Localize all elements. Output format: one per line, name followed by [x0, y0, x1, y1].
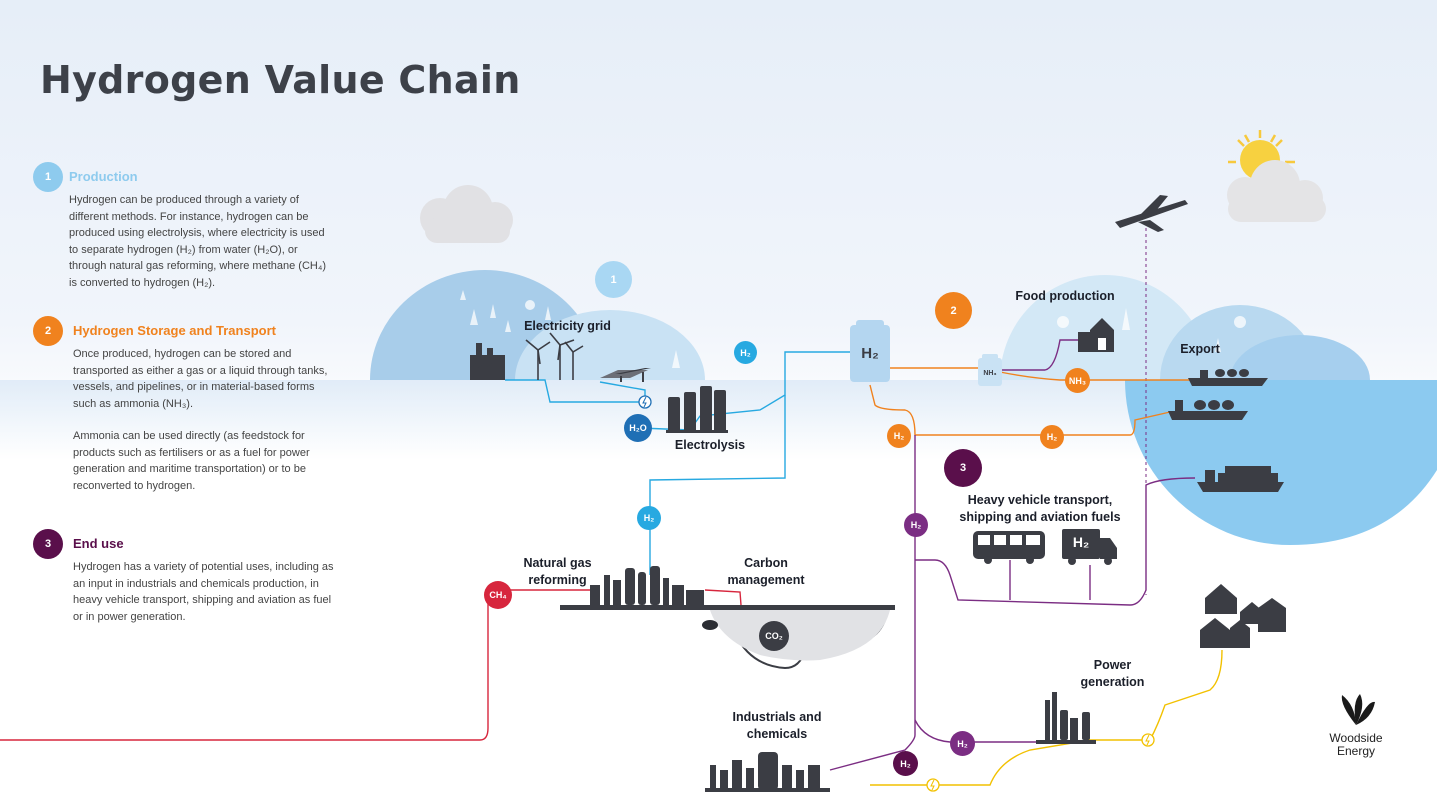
woodside-logo-text: Woodside Energy [1329, 731, 1383, 758]
refinery-icon [590, 566, 704, 605]
barn-icon [1078, 318, 1114, 352]
hydrogen-tank-icon [850, 320, 890, 382]
h2-node: H₂ [893, 751, 918, 776]
end-use-body: Hydrogen has a variety of potential uses… [73, 559, 335, 641]
diagram-step-3-badge: 3 [944, 449, 982, 487]
carbon-management-label: Carbon management [727, 556, 805, 587]
natural-gas-label: Natural gas reforming [523, 556, 592, 587]
h2-tank-label: H₂ [861, 344, 879, 362]
container-ship-icon [1197, 466, 1284, 492]
factory-icon [470, 343, 505, 380]
nh3-tank-label: NH₃ [983, 369, 997, 377]
co2-node: CO₂ [759, 621, 789, 651]
power-line [914, 719, 1040, 743]
h2-node: H₂ [904, 513, 928, 537]
sun-icon [1228, 130, 1295, 180]
purple-main-line [829, 435, 916, 771]
h2-node: H₂ [637, 506, 661, 530]
power-generation-label: Power generation [1080, 658, 1145, 689]
ch4-line [0, 589, 600, 741]
yellow-line [870, 649, 1223, 786]
solar-panel-icon [600, 368, 651, 382]
ship-icon-2 [1168, 400, 1248, 420]
airplane-icon [1115, 195, 1188, 232]
co2-drop [702, 620, 718, 630]
wind-turbine-icon [525, 332, 584, 380]
electrolyser-icon [666, 386, 728, 433]
diagram-step-2-badge: 2 [935, 292, 972, 329]
ammonia-tank-icon [978, 354, 1002, 386]
h2-node: H₂ [1040, 425, 1064, 449]
reforming-platform [560, 605, 895, 610]
solar-line [599, 381, 646, 398]
end-use-text: Hydrogen has a variety of potential uses… [73, 561, 334, 623]
bus-icon [973, 531, 1045, 564]
production-hill-2 [515, 310, 705, 380]
production-text: Hydrogen can be produced through a varie… [69, 194, 327, 289]
export-hill-2 [1230, 335, 1370, 380]
industrial-plant-icon [705, 752, 830, 792]
carbon-storage [710, 610, 890, 661]
nh3-node: NH₃ [1065, 368, 1090, 393]
heavy-vehicle-label: Heavy vehicle transport, shipping and av… [959, 493, 1121, 524]
storage-title: Hydrogen Storage and Transport [73, 323, 276, 338]
production-title: Production [69, 169, 138, 184]
cloud-icon [420, 185, 513, 243]
houses-icon [1200, 584, 1286, 648]
export-label: Export [1180, 342, 1220, 356]
diagram-step-1-badge: 1 [595, 261, 632, 298]
production-step-badge: 1 [33, 162, 63, 192]
h2-node: H₂ [950, 731, 975, 756]
h2-node: H₂ [887, 424, 911, 448]
end-use-step-badge: 3 [33, 529, 63, 559]
trees [460, 290, 1246, 368]
electricity-grid-label: Electricity grid [524, 319, 611, 333]
page-title: Hydrogen Value Chain [40, 58, 521, 102]
production-body: Hydrogen can be produced through a varie… [69, 192, 331, 307]
h2-orange-line [869, 384, 1171, 436]
sea [1125, 380, 1437, 545]
power-plant-icon [1036, 692, 1096, 744]
truck-icon [1062, 529, 1117, 565]
cloud-icon-2 [1227, 160, 1326, 222]
food-line [1000, 339, 1080, 371]
lightning-icon [638, 395, 1155, 792]
h2-node: H₂ [734, 341, 757, 364]
truck-h2-label: H₂ [1072, 534, 1090, 550]
end-use-title: End use [73, 536, 124, 551]
storage-text-1: Once produced, hydrogen can be stored an… [73, 348, 328, 410]
industrials-label: Industrials and chemicals [732, 710, 822, 741]
storage-step-badge: 2 [33, 316, 63, 346]
electrolysis-label: Electrolysis [674, 438, 746, 452]
ch4-node: CH₄ [484, 581, 512, 609]
h2o-node: H₂O [624, 414, 652, 442]
vehicle-line [915, 477, 1196, 606]
food-production-label: Food production [1015, 289, 1115, 303]
export-line [999, 371, 1190, 381]
storage-text-2: Ammonia can be used directly (as feedsto… [73, 430, 310, 492]
grid-line [505, 379, 640, 403]
storage-body: Once produced, hydrogen can be stored an… [73, 346, 335, 510]
woodside-logo-icon [1341, 694, 1375, 725]
ship-icon [1188, 369, 1268, 386]
